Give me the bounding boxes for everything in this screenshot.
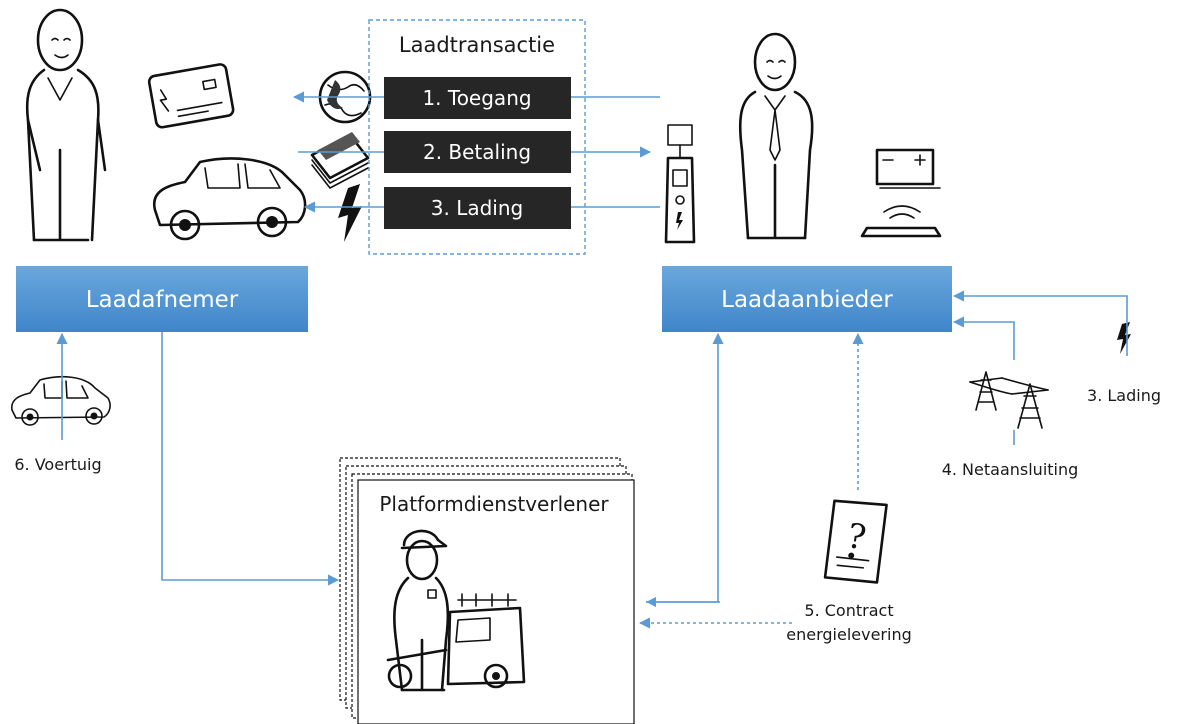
step-payment-box: 2. Betaling	[384, 131, 571, 173]
provider-person-icon	[738, 32, 814, 240]
contract-label-line2: energielevering	[786, 625, 912, 644]
money-stack-icon	[310, 132, 370, 189]
transaction-frame	[368, 19, 586, 255]
transaction-title: Laadtransactie	[399, 33, 555, 57]
van-icon	[386, 593, 526, 689]
consumer-person-icon	[25, 8, 107, 242]
provider-role-box: Laadaanbieder	[662, 266, 952, 332]
contract-document-icon: ?	[823, 499, 888, 584]
step-charge-label: 3. Lading	[431, 196, 523, 220]
step-payment-label: 2. Betaling	[423, 140, 531, 164]
provider-role-label: Laadaanbieder	[721, 287, 893, 313]
step-charge-box: 3. Lading	[384, 187, 571, 229]
platform-to-provider-arrow	[646, 332, 724, 603]
battery-icon	[875, 148, 941, 189]
lightning-icon	[338, 184, 362, 242]
charge-supply-arrow	[952, 290, 1128, 356]
technician-icon	[393, 529, 450, 692]
step-access-box: 1. Toegang	[384, 77, 571, 119]
step-access-label: 1. Toegang	[422, 86, 531, 110]
charging-station-icon	[664, 124, 696, 244]
svg-text:?: ?	[844, 516, 869, 559]
grid-label: 4. Netaansluiting	[942, 460, 1079, 479]
platform-stack	[339, 457, 635, 724]
platform-title: Platformdienstverlener	[379, 492, 609, 516]
small-car-icon	[11, 375, 111, 426]
grid-arrow	[952, 316, 1015, 360]
charge-bolt-icon	[1117, 322, 1131, 354]
consumer-role-label: Laadafnemer	[86, 287, 239, 313]
consumer-to-platform-arrow	[161, 332, 340, 586]
charge-factor-label: 3. Lading	[1087, 386, 1161, 405]
platform-arrowhead	[646, 597, 656, 607]
wireless-pad-icon	[860, 205, 942, 238]
car-icon	[152, 157, 307, 241]
pylon-icon	[969, 371, 1049, 429]
consumer-role-box: Laadafnemer	[16, 266, 308, 332]
charge-card-icon	[147, 63, 235, 129]
contract-label-line1: 5. Contract	[804, 601, 893, 620]
vehicle-label: 6. Voertuig	[14, 455, 101, 474]
